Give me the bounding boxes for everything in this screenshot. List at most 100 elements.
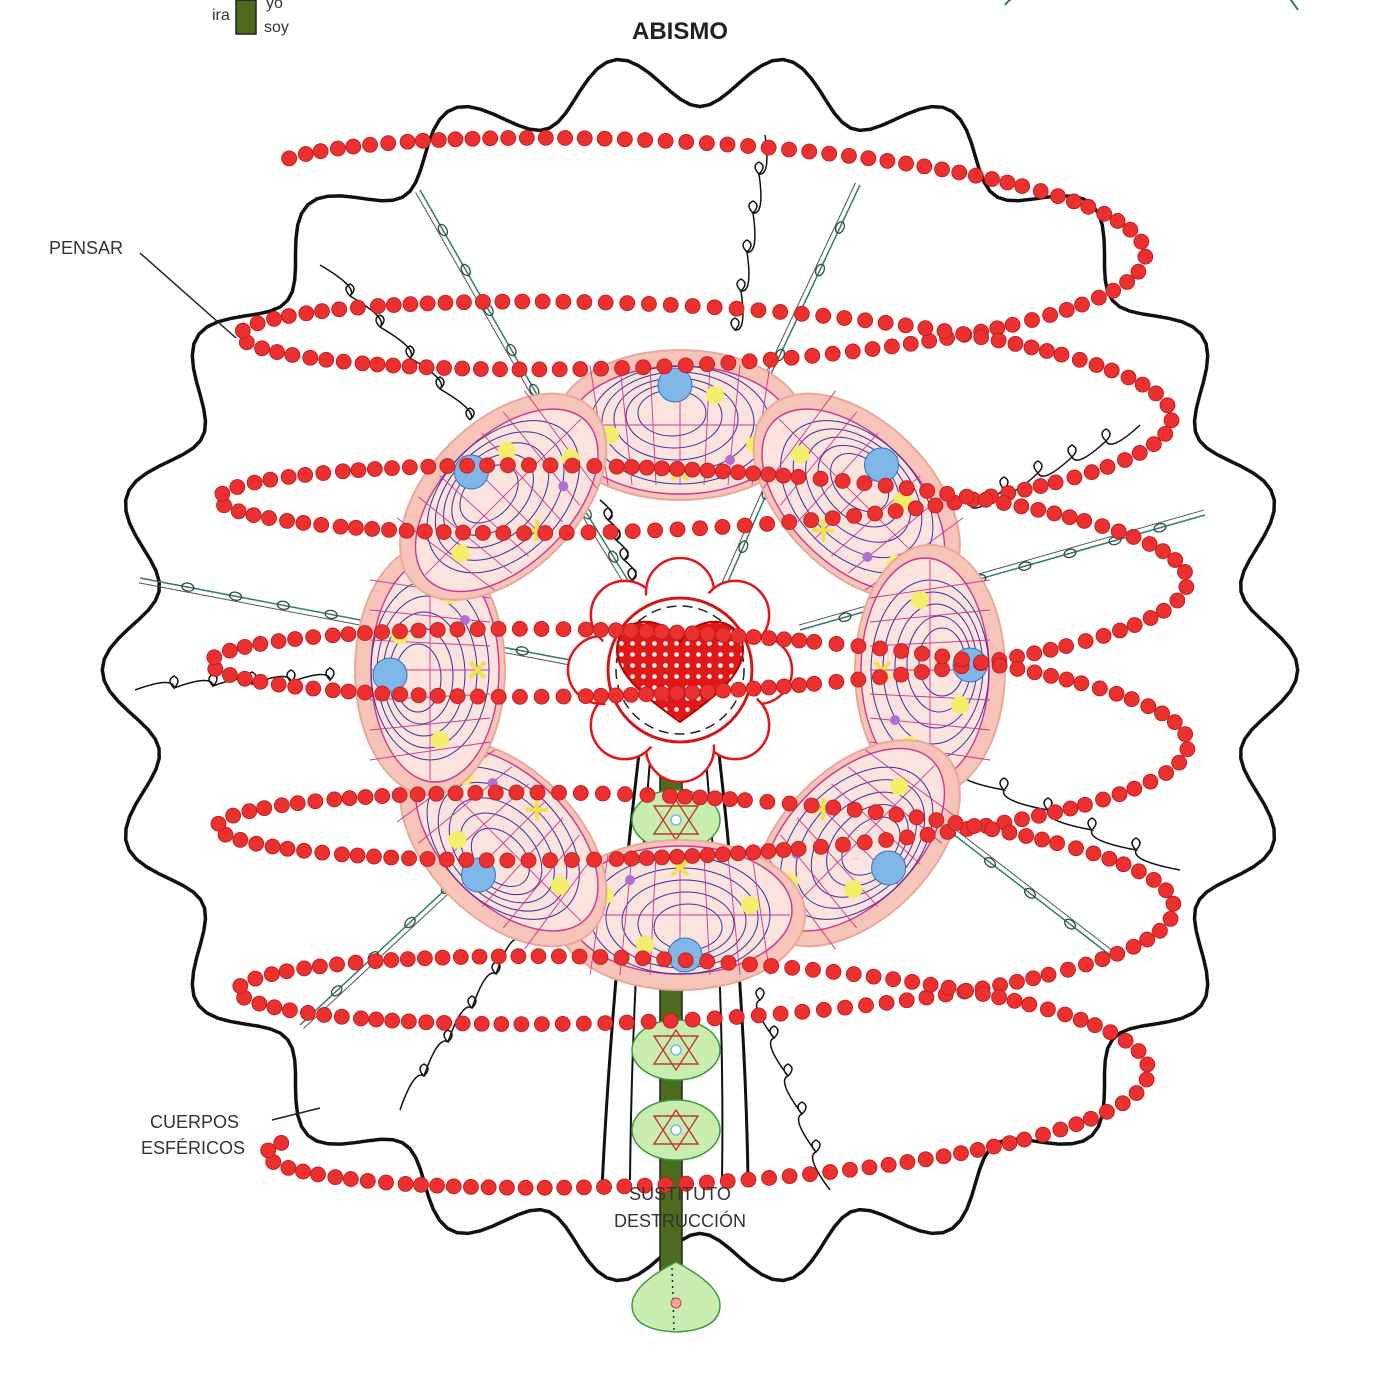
rope-knot	[834, 221, 846, 234]
bead	[1120, 369, 1137, 386]
petal-yellow-spot	[741, 896, 759, 914]
bead	[745, 844, 762, 861]
bead	[772, 1005, 789, 1022]
bead	[730, 845, 747, 862]
bead	[919, 826, 936, 843]
bead	[531, 361, 548, 378]
node-triangle-up	[652, 1028, 700, 1065]
bead	[1082, 1110, 1099, 1127]
bead	[391, 787, 408, 804]
bead	[1103, 362, 1120, 379]
bead	[514, 293, 531, 310]
bead	[359, 1172, 376, 1189]
pensar-leader-line	[139, 252, 237, 339]
bead	[1001, 1135, 1018, 1152]
bead	[1014, 811, 1030, 828]
bead	[456, 294, 472, 311]
bead	[1178, 579, 1195, 595]
bead	[617, 786, 633, 803]
bead	[401, 850, 417, 867]
bead	[893, 666, 909, 683]
bead	[653, 685, 670, 702]
legend-label-soy: soy	[264, 19, 289, 36]
bead	[1052, 1121, 1069, 1138]
label-sustituto: SUSTITUTO	[629, 1184, 731, 1204]
petal-yellow-spot	[431, 731, 449, 749]
bead	[555, 293, 572, 310]
rope-knot	[838, 612, 852, 623]
bead	[677, 788, 693, 805]
bead	[678, 1175, 695, 1192]
bead	[551, 784, 567, 801]
bead	[867, 804, 884, 821]
bead	[471, 948, 488, 965]
bead	[916, 158, 933, 175]
bead	[958, 982, 974, 999]
bead	[366, 848, 382, 865]
bead	[594, 785, 611, 802]
bead	[991, 989, 1007, 1006]
bead	[537, 525, 554, 541]
bead	[287, 631, 303, 647]
bead	[478, 852, 495, 869]
rope-knot	[1064, 918, 1076, 930]
bead	[867, 505, 883, 522]
petal-yellow-spot	[636, 936, 654, 954]
bead	[1026, 645, 1043, 662]
bead	[1080, 198, 1097, 215]
bead	[399, 951, 416, 968]
bead	[247, 970, 264, 987]
bead	[307, 793, 324, 810]
bead	[706, 1010, 723, 1027]
petal-violet-dot	[625, 875, 635, 885]
bead	[295, 515, 312, 531]
bead	[430, 132, 447, 148]
bead	[1152, 922, 1168, 939]
bead	[1145, 872, 1162, 888]
legend-bar	[235, 0, 257, 35]
bead	[385, 297, 402, 313]
rope-line	[139, 577, 571, 661]
bead	[698, 135, 715, 152]
bead	[619, 295, 636, 312]
bead	[287, 678, 304, 695]
bead	[436, 360, 452, 376]
bead	[828, 635, 845, 652]
bead	[1043, 667, 1059, 684]
bead	[392, 686, 409, 703]
bead	[1032, 183, 1049, 199]
bead	[302, 349, 319, 366]
bead	[1068, 840, 1084, 857]
bead	[350, 462, 367, 479]
bead	[1171, 754, 1188, 771]
bead	[392, 623, 408, 640]
bead	[342, 1171, 359, 1187]
bead	[1009, 973, 1025, 990]
cuerpos-leader-line	[271, 1107, 321, 1121]
bead	[934, 648, 951, 665]
bead	[715, 682, 731, 699]
bead	[1065, 193, 1082, 210]
bead	[232, 832, 249, 848]
label-esfericos: ESFÉRICOS	[141, 1138, 245, 1158]
corner-arc-left	[1004, 0, 1012, 6]
bead	[781, 1168, 798, 1185]
bead	[419, 295, 436, 312]
bead	[435, 524, 452, 540]
bead	[236, 638, 253, 655]
bead	[572, 785, 589, 801]
bead	[893, 643, 910, 659]
flower-dark-ring	[615, 605, 745, 735]
bead	[369, 356, 386, 373]
bead	[803, 797, 820, 814]
bead	[1139, 1056, 1156, 1073]
bead	[214, 485, 231, 502]
petal-yellow-cross	[468, 660, 487, 680]
bead	[1021, 996, 1038, 1013]
bead	[845, 966, 862, 983]
bead	[958, 488, 975, 505]
bead	[878, 994, 895, 1011]
bead	[329, 956, 345, 973]
bead	[542, 457, 559, 474]
